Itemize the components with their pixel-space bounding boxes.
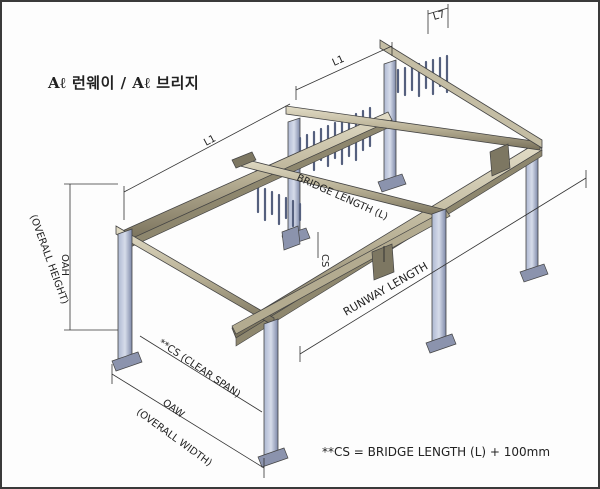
bridge-girder-front	[115, 225, 275, 327]
bridge-girder-back	[285, 39, 543, 151]
end-truck-left	[231, 151, 257, 169]
label-l1-top: L1	[331, 54, 346, 69]
festoon-hangers-front	[256, 184, 302, 228]
post-far-right	[519, 145, 549, 283]
hoist-trolley	[371, 243, 395, 281]
post-front-left	[111, 228, 143, 372]
runway-beam-left	[119, 111, 393, 251]
label-oah: OAH	[59, 254, 70, 276]
label-l1-left: L1	[202, 133, 218, 148]
post-front-right	[425, 208, 457, 354]
post-front-center	[257, 318, 289, 468]
end-truck-right	[489, 143, 511, 177]
diagram-heading: Aℓ 런웨이 / Aℓ 브리지	[48, 74, 200, 92]
bridge-support-block	[281, 225, 301, 251]
label-clear-span: **CS (CLEAR SPAN)	[156, 337, 242, 400]
dimension-lines	[64, 4, 587, 478]
label-l7: L7	[432, 9, 447, 23]
label-cs-small: CS	[319, 254, 330, 267]
clear-span-formula: **CS = BRIDGE LENGTH (L) + 100mm	[322, 445, 551, 459]
